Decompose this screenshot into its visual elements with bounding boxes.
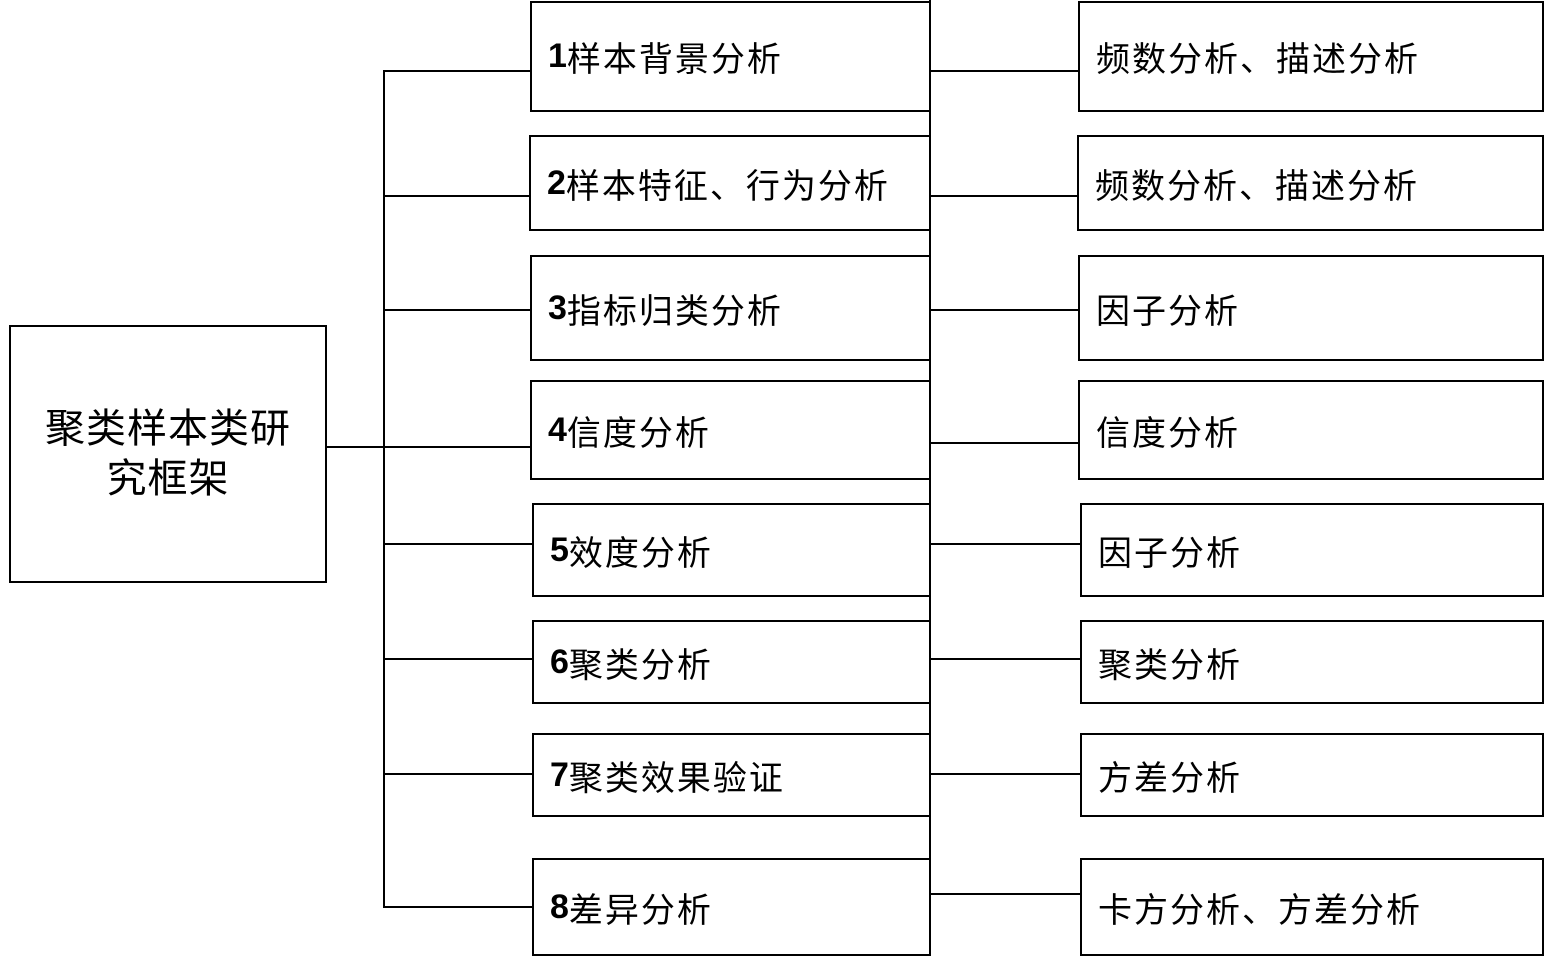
branch-line-2 [384,195,531,197]
method-node-2: 频数分析、描述分析 [1077,135,1544,231]
method-label: 信度分析 [1096,413,1240,454]
branch-line-5 [384,543,533,545]
step-number: 6 [550,642,569,681]
branch-line-1 [384,70,531,72]
branch-line-7 [384,773,533,775]
method-connector-3 [930,309,1079,311]
method-connector-8 [930,893,1081,895]
step-number: 8 [550,887,569,926]
method-node-8: 卡方分析、方差分析 [1080,858,1544,956]
method-node-1: 频数分析、描述分析 [1078,1,1544,112]
method-label: 因子分析 [1098,533,1242,574]
step-number: 1 [548,37,567,75]
method-connector-7 [930,773,1081,775]
step-number: 2 [547,163,566,202]
step-number: 5 [550,530,569,569]
step-label: 信度分析 [566,413,711,454]
method-connector-1 [930,70,1079,72]
branch-line-3 [384,309,531,311]
method-node-4: 信度分析 [1078,380,1544,480]
method-label: 卡方分析、方差分析 [1098,890,1422,931]
method-connector-4 [930,442,1079,444]
step-label: 聚类分析 [568,645,713,686]
root-connector [327,446,384,448]
branch-line-4 [384,446,531,448]
method-label: 聚类分析 [1098,645,1242,686]
method-node-7: 方差分析 [1080,733,1544,817]
method-connector-6 [930,658,1081,660]
method-node-6: 聚类分析 [1080,620,1544,704]
method-label: 方差分析 [1098,758,1242,799]
step-number: 4 [548,410,567,449]
root-node: 聚类样本类研究框架 [9,325,327,583]
step-label: 聚类效果验证 [568,758,785,799]
step-label: 效度分析 [568,533,713,574]
method-connector-2 [930,195,1078,197]
step-number: 3 [548,288,567,327]
method-connector-5 [930,543,1081,545]
method-label: 因子分析 [1096,291,1240,332]
step-label: 指标归类分析 [566,291,783,332]
branch-line-8 [384,906,533,908]
step-label: 样本背景分析 [566,40,783,80]
method-label: 频数分析、描述分析 [1095,166,1419,207]
method-node-3: 因子分析 [1078,255,1544,361]
trunk-line [383,70,385,908]
method-node-5: 因子分析 [1080,503,1544,597]
root-label: 聚类样本类研究框架 [45,406,291,502]
step-label: 差异分析 [568,890,713,931]
step-number: 7 [550,755,569,794]
branch-line-6 [384,658,533,660]
step-label: 样本特征、行为分析 [565,166,890,207]
method-label: 频数分析、描述分析 [1096,40,1420,80]
